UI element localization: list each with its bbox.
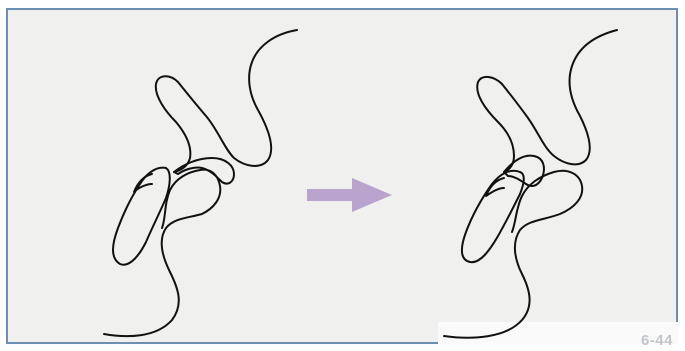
right-arrow-icon xyxy=(307,178,392,212)
after-drawing xyxy=(444,30,617,338)
lower-incisor-inner-left xyxy=(134,174,152,192)
figure-caption-fragment: 6-44 xyxy=(641,332,673,349)
upper-jaw-outline-left xyxy=(156,30,297,172)
figure-illustration xyxy=(6,8,678,344)
before-drawing xyxy=(104,30,297,336)
upper-crown-left xyxy=(174,158,234,184)
lower-jaw-outline-left xyxy=(104,170,220,337)
lower-jaw-outline-right xyxy=(444,171,582,338)
upper-jaw-outline-right xyxy=(477,30,617,172)
lower-incisor-left xyxy=(113,168,170,265)
